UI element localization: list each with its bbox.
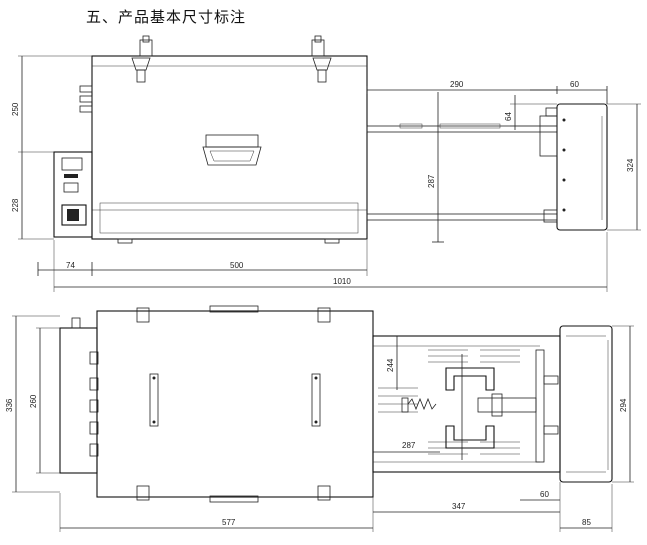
dim-294: 294 (619, 398, 628, 412)
dim-228: 228 (11, 198, 20, 212)
spring (407, 397, 437, 411)
lower-rail (366, 213, 558, 221)
dim-577: 577 (222, 518, 236, 527)
dim-287-plan: 287 (402, 441, 416, 450)
probe-arm (477, 397, 537, 413)
head-unit-plan (559, 325, 613, 483)
upper-rail (366, 125, 558, 133)
dim-60-plan: 60 (540, 490, 549, 499)
side-panel (59, 327, 98, 474)
tray-hole-grid (378, 349, 520, 455)
dim-290: 290 (450, 80, 464, 89)
latch-right (312, 57, 332, 71)
section-heading: 五、产品基本尺寸标注 (86, 8, 247, 26)
dim-1010: 1010 (333, 277, 351, 286)
latch-left (131, 57, 151, 71)
dim-500: 500 (230, 261, 244, 270)
dim-85: 85 (582, 518, 591, 527)
front-elevation-view: 290 60 64 287 324 250 228 74 500 (11, 35, 641, 292)
front-handle (205, 134, 259, 148)
dim-74: 74 (66, 261, 75, 270)
dim-336: 336 (5, 398, 14, 412)
dim-287-top: 287 (427, 174, 436, 188)
probe-head-unit (556, 103, 608, 231)
dim-250: 250 (11, 102, 20, 116)
main-chamber-body (91, 55, 368, 240)
dim-244: 244 (386, 358, 395, 372)
dim-324: 324 (626, 158, 635, 172)
dim-347: 347 (452, 502, 466, 511)
plan-view: 336 260 244 287 294 60 347 577 85 (5, 305, 634, 532)
control-panel (53, 151, 93, 238)
dim-260: 260 (29, 394, 38, 408)
dim-60-top: 60 (570, 80, 579, 89)
chamber-top (96, 310, 374, 498)
dim-64: 64 (504, 112, 513, 121)
